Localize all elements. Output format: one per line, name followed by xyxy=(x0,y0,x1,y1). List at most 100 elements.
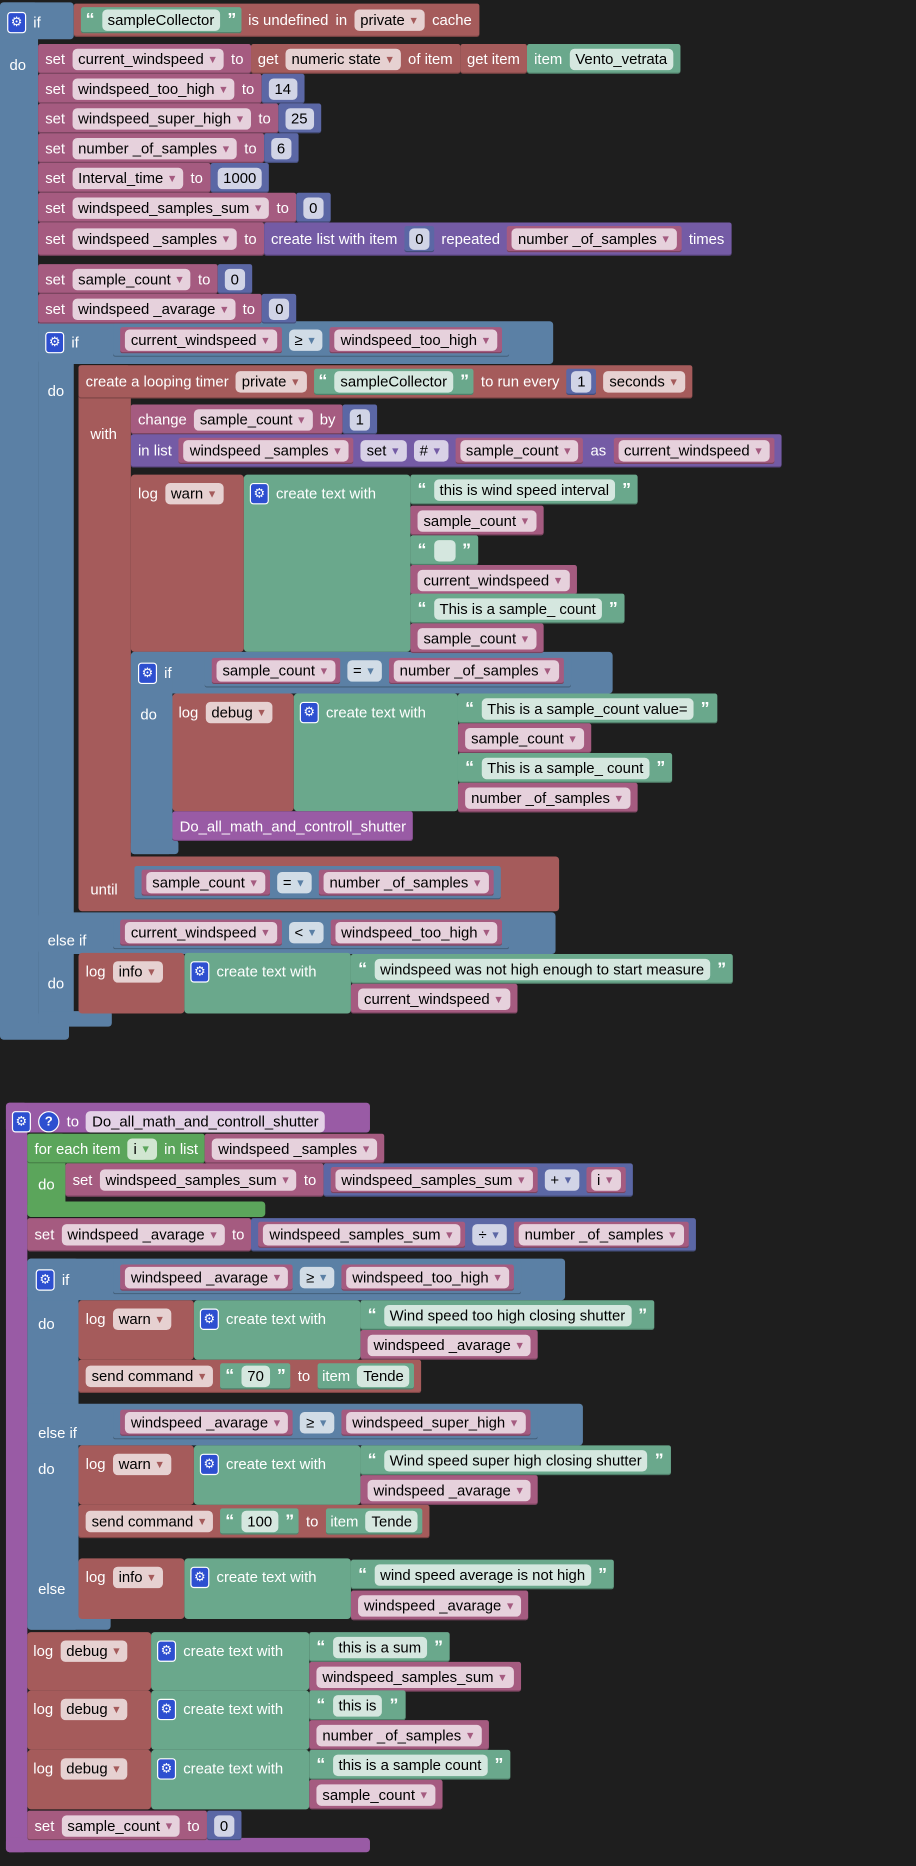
dropdown[interactable]: <▼ xyxy=(288,921,324,944)
variable-block[interactable]: sample_count▼ xyxy=(410,623,544,654)
variable-block[interactable]: windspeed_samples_sum▼ xyxy=(330,1166,538,1194)
variable-dropdown[interactable]: windspeed _avarage▼ xyxy=(367,1479,531,1501)
variable-block[interactable]: sample_count▼ xyxy=(457,723,591,754)
variable-block[interactable]: current_windspeed▼ xyxy=(120,919,282,946)
variable-dropdown[interactable]: sample_count▼ xyxy=(146,871,265,894)
text-block[interactable]: “70” xyxy=(220,1363,291,1390)
number-field[interactable]: 25 xyxy=(285,107,314,130)
variable-block[interactable]: windspeed _samples▼ xyxy=(179,437,354,464)
variable-dropdown[interactable]: windspeed_too_high▼ xyxy=(346,1266,509,1289)
logic-block[interactable]: current_windspeed▼≥▼windspeed_too_high▼ xyxy=(113,323,510,357)
variable-dropdown[interactable]: current_windspeed▼ xyxy=(417,569,570,591)
dropdown[interactable]: warn▼ xyxy=(112,1307,171,1330)
text-block[interactable]: “This is a sample_ count” xyxy=(410,593,625,624)
text-block[interactable]: “sampleCollector” xyxy=(313,368,474,395)
settings-gear-icon[interactable]: ⚙ xyxy=(137,662,158,684)
settings-gear-icon[interactable]: ⚙ xyxy=(157,1698,177,1720)
dropdown[interactable]: numeric state▼ xyxy=(285,48,401,70)
dropdown[interactable]: ≥▼ xyxy=(288,329,323,351)
logic-block[interactable]: windspeed _avarage▼≥▼windspeed_super_hig… xyxy=(113,1406,538,1440)
dropdown[interactable]: seconds▼ xyxy=(603,371,685,393)
loop-block-body[interactable] xyxy=(27,1201,266,1217)
logic-block[interactable]: sample_count▼=▼number _of_samples▼ xyxy=(134,866,501,900)
variable-dropdown[interactable]: windspeed _avarage▼ xyxy=(367,1334,531,1356)
variable-block[interactable]: sample_count▼ xyxy=(410,505,544,536)
number-field[interactable]: 0 xyxy=(269,297,290,320)
settings-gear-icon[interactable]: ⚙ xyxy=(299,701,319,723)
variable-dropdown[interactable]: sample_count▼ xyxy=(216,660,336,682)
text-block[interactable]: “wind speed average is not high” xyxy=(350,1559,615,1590)
procedure-block-body[interactable] xyxy=(5,1102,28,1853)
math-block[interactable]: 0 xyxy=(404,226,435,253)
variable-dropdown[interactable]: sample_count▼ xyxy=(465,727,584,749)
text-block[interactable]: “this is a sample count” xyxy=(309,1749,511,1780)
variable-dropdown[interactable]: current_windspeed▼ xyxy=(618,440,770,462)
text-block[interactable]: “100” xyxy=(220,1508,299,1535)
dropdown[interactable]: private▼ xyxy=(235,371,307,393)
variable-block[interactable]: number _of_samples▼ xyxy=(309,1720,489,1750)
variable-dropdown[interactable]: number _of_samples▼ xyxy=(511,228,677,250)
variable-dropdown[interactable]: number _of_samples▼ xyxy=(465,786,631,809)
variable-dropdown[interactable]: windspeed_super_high▼ xyxy=(72,107,252,130)
variable-dropdown[interactable]: windspeed _avarage▼ xyxy=(72,297,236,320)
variable-dropdown[interactable]: number _of_samples▼ xyxy=(518,1224,684,1246)
dropdown[interactable]: info▼ xyxy=(112,1566,163,1588)
settings-gear-icon[interactable]: ⚙ xyxy=(157,1639,177,1662)
item-name-field[interactable]: Tende xyxy=(365,1510,418,1533)
variable-block[interactable]: windspeed _avarage▼ xyxy=(350,1590,529,1621)
variable-dropdown[interactable]: sample_count▼ xyxy=(193,408,313,431)
text-block-body[interactable] xyxy=(151,1690,310,1750)
text-field[interactable]: this is xyxy=(332,1694,383,1716)
math-block[interactable]: 25 xyxy=(277,103,321,134)
variable-block[interactable]: windspeed _avarage▼ xyxy=(360,1475,539,1505)
variable-dropdown[interactable]: windspeed_samples_sum▼ xyxy=(263,1224,461,1246)
text-block[interactable]: “this is a sum” xyxy=(309,1632,451,1662)
text-field[interactable]: this is wind speed interval xyxy=(433,478,615,501)
variable-block[interactable]: windspeed_too_high▼ xyxy=(341,1264,514,1291)
text-block[interactable]: “Wind speed super high closing shutter” xyxy=(360,1445,671,1476)
dropdown[interactable]: +▼ xyxy=(544,1169,580,1191)
dropdown[interactable]: debug▼ xyxy=(205,701,273,723)
variable-block[interactable]: windspeed _avarage▼ xyxy=(360,1329,539,1360)
variable-block[interactable]: current_windspeed▼ xyxy=(613,437,775,464)
logic-block-body[interactable] xyxy=(27,1615,111,1630)
settings-gear-icon[interactable]: ⚙ xyxy=(35,1268,55,1291)
dropdown[interactable]: info▼ xyxy=(112,960,163,983)
settings-gear-icon[interactable]: ⚙ xyxy=(199,1307,219,1330)
text-block-body[interactable] xyxy=(243,474,411,652)
dropdown[interactable]: private▼ xyxy=(354,9,425,31)
text-field[interactable]: 100 xyxy=(241,1510,279,1533)
text-field[interactable]: windspeed was not high enough to start m… xyxy=(374,958,711,980)
variable-block[interactable]: current_windspeed▼ xyxy=(350,983,517,1014)
settings-gear-icon[interactable]: ⚙ xyxy=(7,11,27,33)
dropdown[interactable]: warn▼ xyxy=(112,1453,171,1475)
variable-dropdown[interactable]: windspeed _samples▼ xyxy=(183,440,349,462)
variable-block[interactable]: windspeed _avarage▼ xyxy=(120,1409,293,1436)
text-block-body[interactable] xyxy=(151,1632,310,1691)
text-field[interactable]: this is a sample count xyxy=(332,1754,488,1776)
text-field[interactable]: This is a sample_ count xyxy=(481,757,650,779)
variable-dropdown[interactable]: current_windspeed▼ xyxy=(72,48,224,70)
variable-block[interactable]: windspeed_too_high▼ xyxy=(329,327,502,354)
settings-gear-icon[interactable]: ⚙ xyxy=(249,482,269,504)
variable-block[interactable]: number _of_samples▼ xyxy=(513,1221,689,1248)
logic-block-body[interactable] xyxy=(0,1023,69,1040)
variable-block[interactable]: windspeed _samples▼ xyxy=(205,1133,385,1164)
variable-dropdown[interactable]: windspeed_too_high▼ xyxy=(335,921,498,944)
logic-block-body[interactable] xyxy=(38,1011,112,1027)
variable-block[interactable]: windspeed_samples_sum▼ xyxy=(309,1661,521,1692)
dropdown[interactable]: send command▼ xyxy=(85,1510,214,1533)
